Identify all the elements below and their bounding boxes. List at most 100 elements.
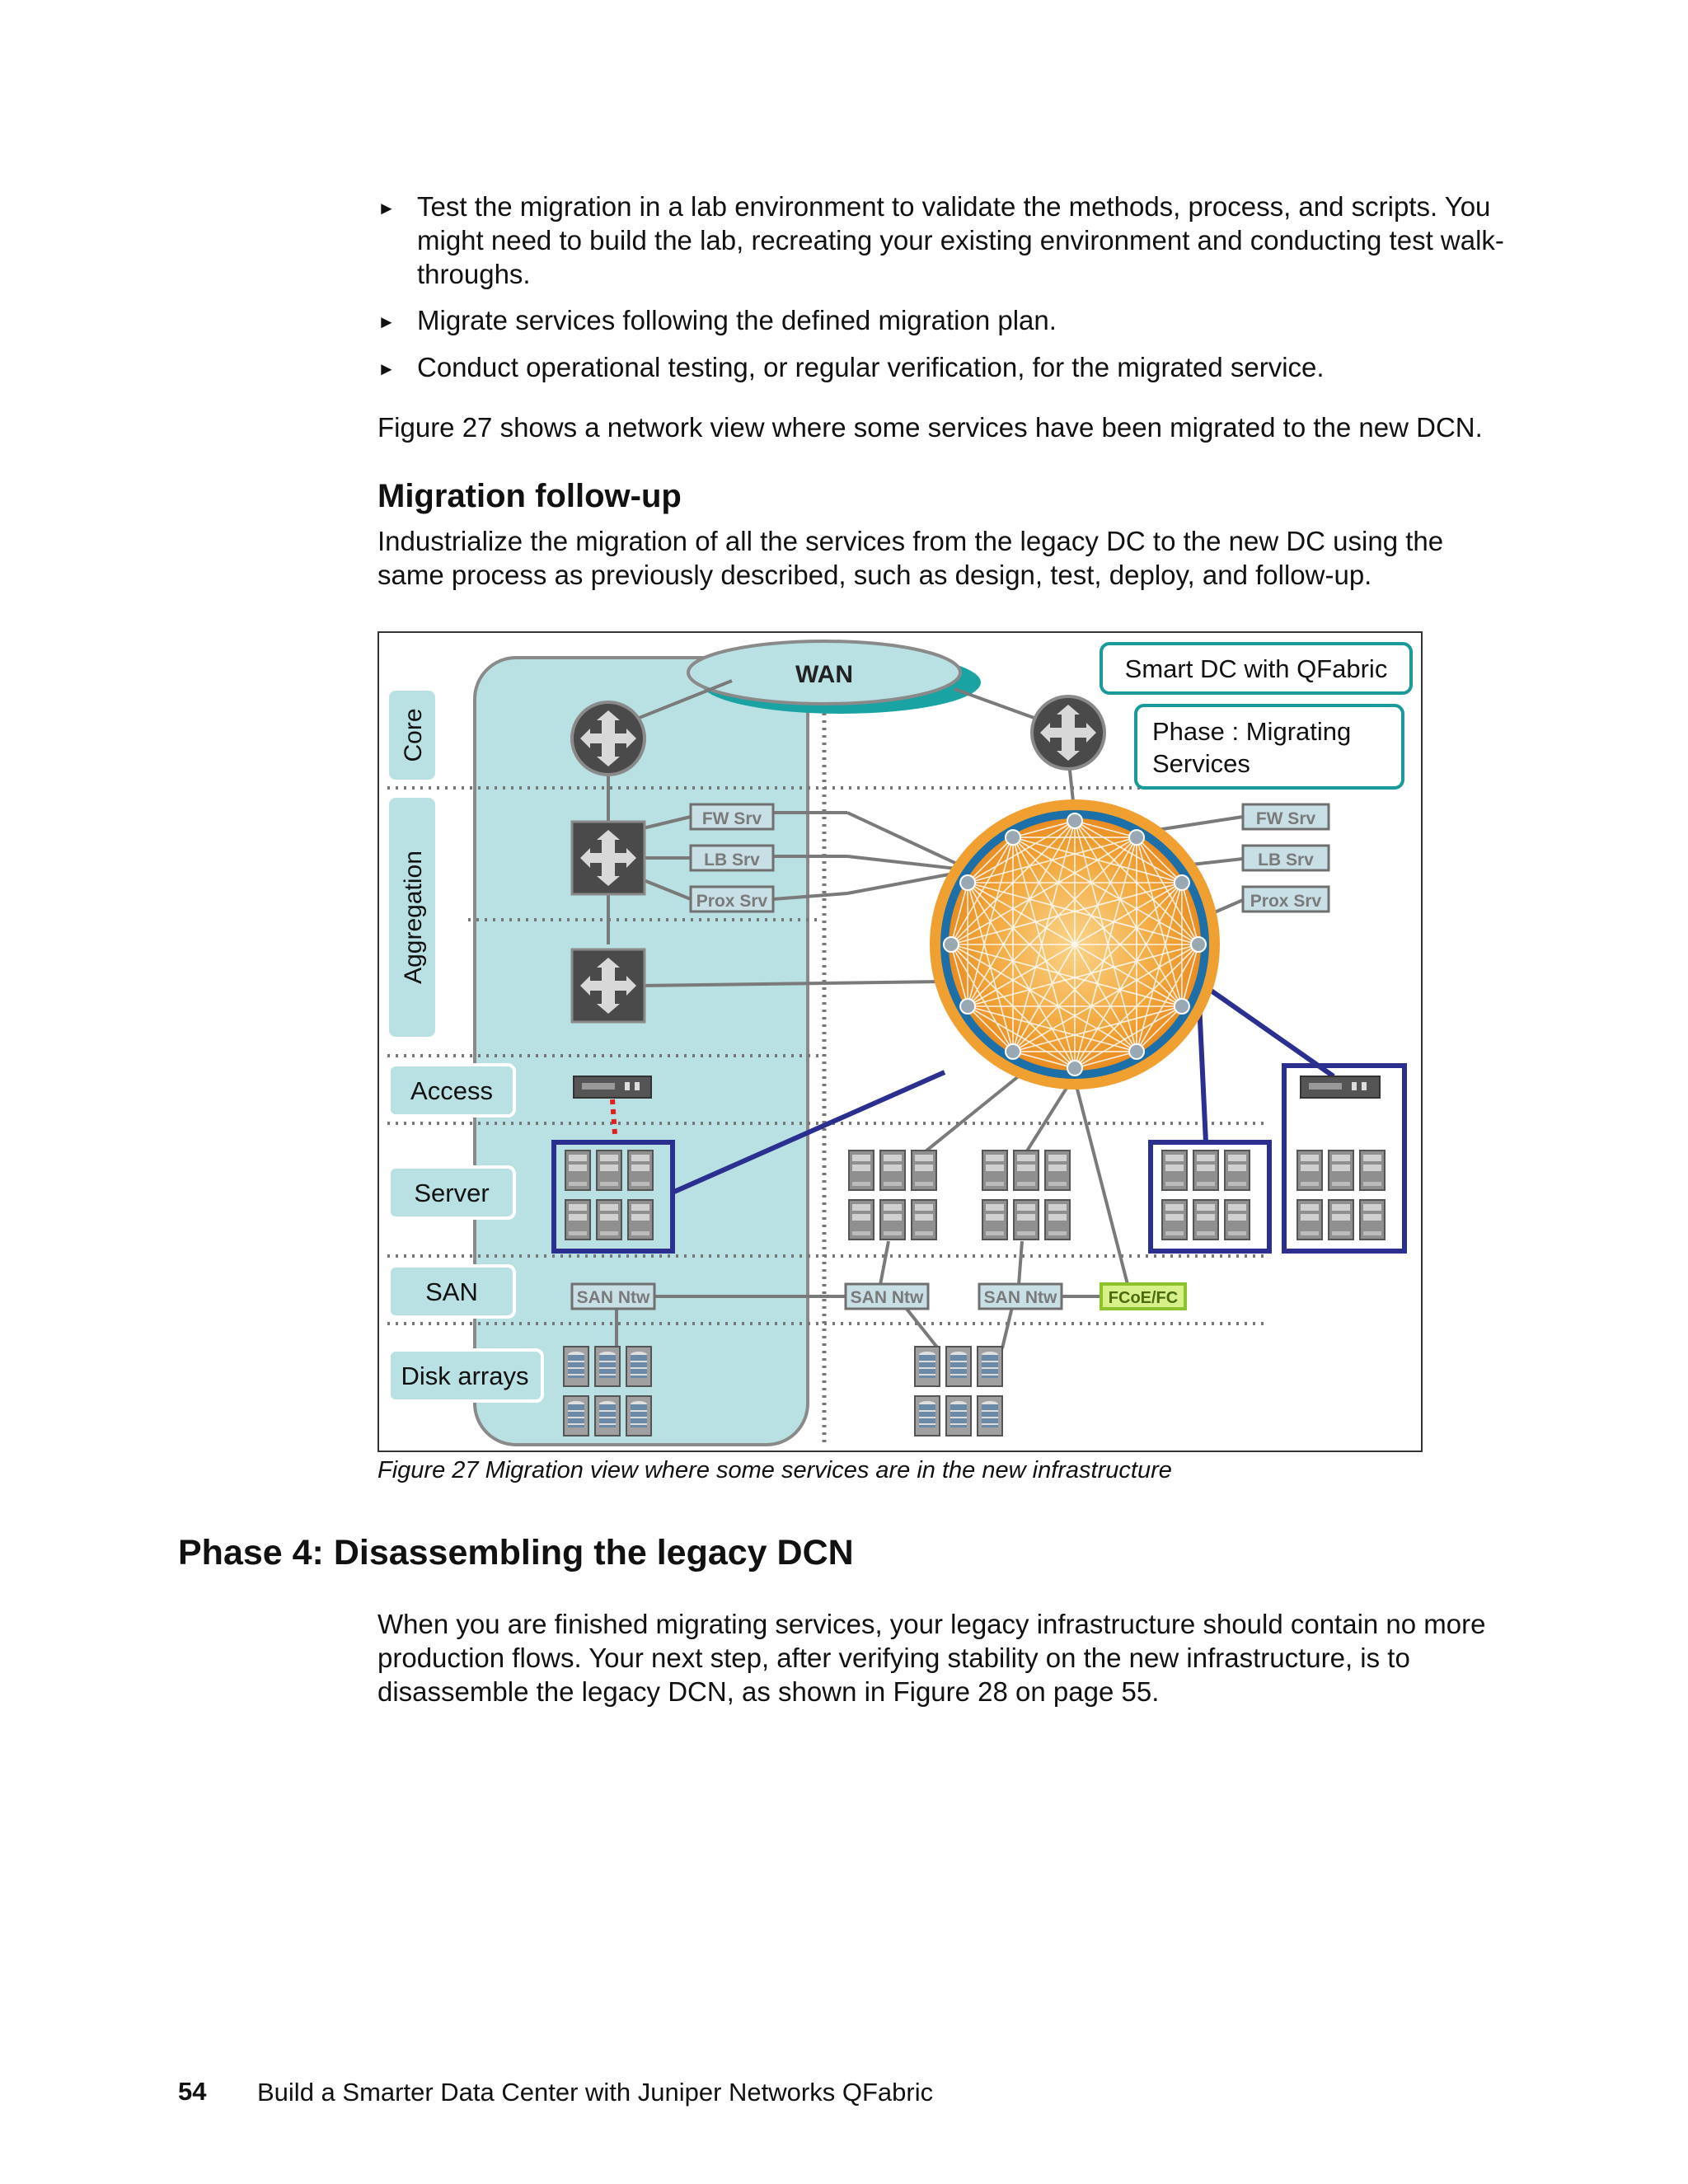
fabric-node [1128, 1043, 1145, 1060]
legacy-prox-srv: Prox Srv [689, 885, 775, 913]
server-unit-icon [1328, 1199, 1354, 1240]
legacy-agg-switch-icon [570, 820, 646, 896]
wan-label: WAN [795, 661, 853, 688]
server-unit-icon [1224, 1199, 1250, 1240]
bullet-marker: ► [377, 312, 396, 332]
bullet-marker: ► [377, 359, 396, 379]
fabric-node [1005, 1043, 1021, 1060]
san-layer-tab [387, 1264, 516, 1319]
server-unit-icon [1224, 1150, 1250, 1191]
server-unit-icon [1193, 1199, 1219, 1240]
server-unit-icon [565, 1150, 591, 1191]
new-san-ntw-1: SAN Ntw [844, 1282, 930, 1310]
server-unit-icon [848, 1199, 874, 1240]
section-paragraph: When you are finished migrating services… [377, 1609, 1486, 1707]
subsection-title: Migration follow-up [377, 478, 682, 514]
server-unit-icon [565, 1199, 591, 1240]
legacy-san-ntw: SAN Ntw [570, 1282, 656, 1310]
aggregation-layer-tab [389, 798, 435, 1037]
server-layer-label: Server [414, 1179, 489, 1207]
disk-unit-icon [626, 1395, 652, 1436]
fabric-node [1128, 829, 1145, 846]
server-unit-icon [1328, 1150, 1354, 1191]
server-unit-icon [879, 1199, 906, 1240]
smart-dc-label: Smart DC with QFabric [1125, 654, 1388, 683]
intro-paragraph: Figure 27 shows a network view where som… [377, 412, 1483, 443]
server-unit-icon [596, 1150, 622, 1191]
legacy-access-switch-icon [573, 1076, 652, 1099]
server-unit-icon [596, 1199, 622, 1240]
disk-arrays-layer-label: Disk arrays [401, 1361, 528, 1390]
fabric-node [1067, 1060, 1083, 1076]
disk-unit-icon [914, 1395, 940, 1436]
fabric-node [1005, 829, 1021, 846]
server-unit-icon [911, 1199, 937, 1240]
qfabric-mesh [950, 820, 1199, 1069]
disk-arrays-layer-tab [387, 1348, 544, 1403]
svg-text:SAN Ntw: SAN Ntw [984, 1288, 1057, 1307]
legacy-agg-switch-icon [570, 948, 646, 1024]
server-unit-icon [1296, 1150, 1323, 1191]
svg-text:FW Srv: FW Srv [1256, 809, 1316, 828]
svg-text:LB Srv: LB Srv [704, 851, 760, 869]
svg-text:FW Srv: FW Srv [702, 809, 762, 828]
phase-label-line1: Phase : Migrating [1152, 717, 1351, 746]
access-layer-tab [387, 1063, 516, 1118]
svg-text:Prox Srv: Prox Srv [696, 892, 768, 911]
fabric-node [959, 874, 977, 891]
server-unit-icon [1359, 1199, 1386, 1240]
new-lb-srv: LB Srv [1241, 844, 1330, 872]
disk-unit-icon [626, 1346, 652, 1387]
new-san-ntw-2: SAN Ntw [978, 1282, 1063, 1310]
phase-box [1134, 704, 1404, 790]
disk-unit-icon [563, 1395, 589, 1436]
new-fw-srv: FW Srv [1241, 803, 1330, 831]
fabric-node [1173, 874, 1190, 891]
server-unit-icon [1359, 1150, 1386, 1191]
server-unit-icon [1044, 1199, 1071, 1240]
fcoe-fc-gateway: FCoE/FC [1100, 1282, 1187, 1310]
core-layer-label: Core [400, 708, 427, 762]
svg-text:SAN Ntw: SAN Ntw [851, 1288, 924, 1307]
server-unit-icon [627, 1150, 654, 1191]
new-core-router-icon [1030, 695, 1106, 771]
section-title: Phase 4: Disassembling the legacy DCN [178, 1533, 854, 1572]
svg-text:FCoE/FC: FCoE/FC [1109, 1289, 1178, 1307]
access-layer-label: Access [410, 1076, 493, 1105]
disk-unit-icon [594, 1346, 621, 1387]
page-number: 54 [178, 2077, 207, 2106]
server-layer-tab [387, 1165, 516, 1220]
server-unit-icon [879, 1150, 906, 1191]
server-unit-icon [982, 1150, 1008, 1191]
disk-unit-icon [977, 1395, 1003, 1436]
server-unit-icon [1296, 1199, 1323, 1240]
disk-unit-icon [563, 1346, 589, 1387]
bullet-item: Conduct operational testing, or regular … [417, 352, 1325, 382]
server-unit-icon [848, 1150, 874, 1191]
new-access-switch-icon [1300, 1076, 1381, 1099]
disk-unit-icon [914, 1346, 940, 1387]
bullet-item: Migrate services following the defined m… [417, 305, 1057, 335]
server-unit-icon [982, 1199, 1008, 1240]
fabric-node [1173, 998, 1190, 1015]
legacy-fw-srv: FW Srv [689, 803, 775, 831]
svg-text:LB Srv: LB Srv [1258, 851, 1314, 869]
phase-label-line2: Services [1152, 749, 1250, 778]
aggregation-layer-label: Aggregation [400, 851, 427, 984]
svg-text:Prox Srv: Prox Srv [1250, 892, 1322, 911]
fabric-node [943, 936, 959, 953]
server-unit-icon [1013, 1150, 1039, 1191]
legacy-dc-panel [473, 656, 809, 1446]
wan-cloud [687, 640, 962, 705]
core-layer-tab [389, 691, 435, 780]
bullet-marker: ► [377, 198, 396, 218]
disk-unit-icon [594, 1395, 621, 1436]
server-unit-icon [1193, 1150, 1219, 1191]
server-unit-icon [911, 1150, 937, 1191]
fabric-node [959, 998, 977, 1015]
qfabric-nodes [943, 813, 1207, 1076]
footer-book-title: Build a Smarter Data Center with Juniper… [257, 2078, 934, 2107]
fabric-node [1067, 813, 1083, 829]
fabric-node [1190, 936, 1207, 953]
subsection-paragraph: Industrialize the migration of all the s… [377, 526, 1444, 590]
